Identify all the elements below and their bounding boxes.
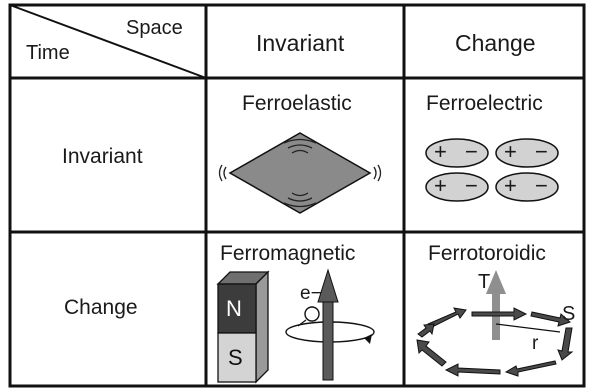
spin-label-S: S bbox=[562, 303, 576, 325]
toroidal-label-T: T bbox=[478, 271, 491, 293]
radius-label-r: r bbox=[532, 333, 539, 354]
magnet-south-block bbox=[217, 332, 257, 383]
dipole-plus-1: + bbox=[434, 139, 447, 164]
ferromagnetic-illustration: N S e− bbox=[214, 262, 402, 384]
toroidal-arrow-head bbox=[486, 270, 506, 294]
radius-line bbox=[495, 323, 561, 333]
dipole-minus-1: − bbox=[465, 139, 478, 164]
electron-circle bbox=[304, 306, 320, 322]
dipole-plus-3: + bbox=[434, 173, 447, 198]
ferroelectric-title: Ferroelectric bbox=[426, 92, 543, 115]
vibration-arcs-top bbox=[283, 138, 317, 154]
dipole-minus-4: − bbox=[535, 173, 548, 198]
magnet-side-face bbox=[255, 270, 269, 384]
vibration-arcs-right bbox=[373, 164, 382, 182]
ferrotoroidic-title: Ferrotoroidic bbox=[428, 242, 546, 265]
spin-arrow-head bbox=[317, 268, 339, 303]
column-header-change: Change bbox=[455, 30, 536, 56]
corner-time-label: Time bbox=[26, 42, 70, 64]
magnet-south-label: S bbox=[228, 345, 243, 370]
spin-arrow-shaft bbox=[322, 297, 334, 381]
row-label-invariant: Invariant bbox=[62, 145, 143, 168]
electron-label: e− bbox=[300, 283, 322, 304]
magnet-north-label: N bbox=[226, 296, 242, 321]
electron-tail bbox=[297, 319, 307, 327]
dipole-minus-3: − bbox=[465, 173, 478, 198]
magnet-and-spin-drawing bbox=[216, 268, 375, 384]
corner-diagonal bbox=[9, 4, 207, 79]
row-label-change: Change bbox=[64, 296, 138, 319]
dipole-ellipses bbox=[425, 138, 559, 202]
spin-ring-arrows bbox=[416, 307, 574, 377]
corner-space-label: Space bbox=[126, 17, 183, 39]
ferrotoroidic-illustration: T S r bbox=[410, 262, 582, 384]
rhombus-shape bbox=[228, 132, 372, 214]
table-border bbox=[8, 3, 586, 388]
vibration-arcs-left bbox=[218, 164, 227, 182]
orbit-direction-arrowhead bbox=[364, 334, 372, 344]
dipole-plus-2: + bbox=[504, 139, 517, 164]
toroidal-moment-drawing bbox=[416, 270, 574, 377]
ferromagnetic-title: Ferromagnetic bbox=[220, 242, 356, 265]
dipole-plus-4: + bbox=[504, 173, 517, 198]
column-header-invariant: Invariant bbox=[256, 30, 345, 56]
ferroelectric-illustration: + − + − + − + − bbox=[424, 136, 564, 206]
dipole-minus-2: − bbox=[535, 139, 548, 164]
ferroelastic-illustration bbox=[218, 132, 382, 214]
ferroelastic-title: Ferroelastic bbox=[242, 92, 352, 115]
vibration-arcs-bottom bbox=[283, 192, 317, 208]
